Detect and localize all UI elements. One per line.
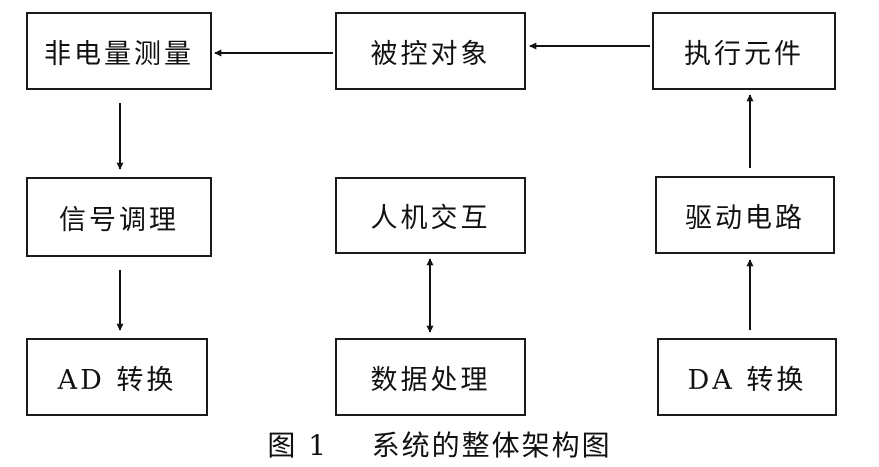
node-label: AD 转换 [57,364,177,396]
node-controlled-object: 被控对象 [335,12,526,90]
node-human-machine-interaction: 人机交互 [335,177,526,254]
node-data-processing: 数据处理 [335,338,526,416]
node-label: DA 转换 [687,364,807,396]
node-nonelectrical-measurement: 非电量测量 [26,12,212,90]
node-drive-circuit: 驱动电路 [655,176,835,254]
node-signal-conditioning: 信号调理 [26,177,212,257]
node-label: 执行元件 [684,38,804,70]
node-da-conversion: DA 转换 [657,338,837,416]
node-label: 人机交互 [370,203,491,234]
node-label: 信号调理 [59,204,179,236]
node-label: 被控对象 [370,38,491,70]
node-ad-conversion: AD 转换 [26,338,208,416]
figure-caption: 图 1 系统的整体架构图 [267,429,612,462]
node-label: 数据处理 [370,364,491,396]
node-actuator: 执行元件 [652,12,836,90]
node-label: 驱动电路 [685,202,805,234]
node-label: 非电量测量 [44,38,194,70]
